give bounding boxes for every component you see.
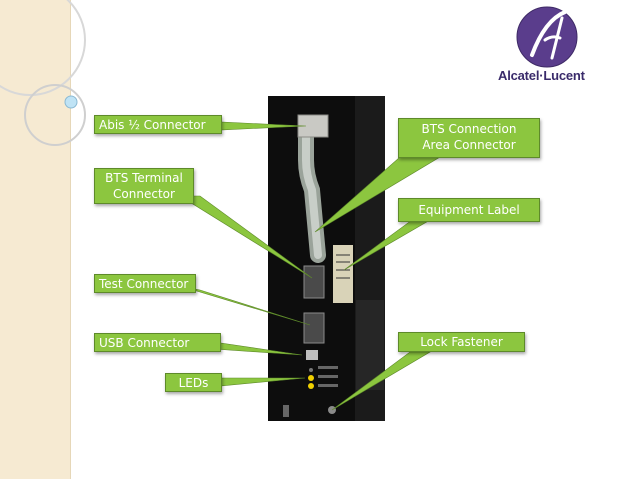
label-bts-terminal-line2: Connector — [113, 187, 175, 201]
label-bts-connection-line1: BTS Connection — [421, 122, 517, 136]
label-leds-text: LEDs — [178, 376, 209, 390]
decor-circle-large — [0, 0, 86, 96]
label-bts-terminal-line1: BTS Terminal — [105, 171, 183, 185]
decor-circle-small — [24, 84, 86, 146]
label-equipment-text: Equipment Label — [418, 203, 520, 217]
label-bts-connection-area-connector: BTS Connection Area Connector — [398, 118, 540, 158]
label-bts-connection-line2: Area Connector — [422, 138, 516, 152]
label-abis-text: Abis ½ Connector — [99, 118, 206, 132]
pointer-lock — [331, 351, 432, 411]
label-usb-text: USB Connector — [99, 336, 190, 350]
decor-bullet — [64, 95, 78, 109]
label-bts-terminal-connector: BTS Terminal Connector — [94, 168, 194, 204]
label-abis-connector: Abis ½ Connector — [94, 115, 222, 134]
label-test-connector: Test Connector — [94, 274, 196, 293]
logo-brand-text: Alcatel·Lucent — [498, 68, 585, 83]
label-usb-connector: USB Connector — [94, 333, 221, 352]
label-test-text: Test Connector — [99, 277, 189, 291]
label-lock-fastener: Lock Fastener — [398, 332, 525, 352]
label-equipment-label: Equipment Label — [398, 198, 540, 222]
label-leds: LEDs — [165, 373, 222, 392]
decorative-strip — [0, 0, 71, 479]
label-lock-text: Lock Fastener — [420, 335, 503, 349]
